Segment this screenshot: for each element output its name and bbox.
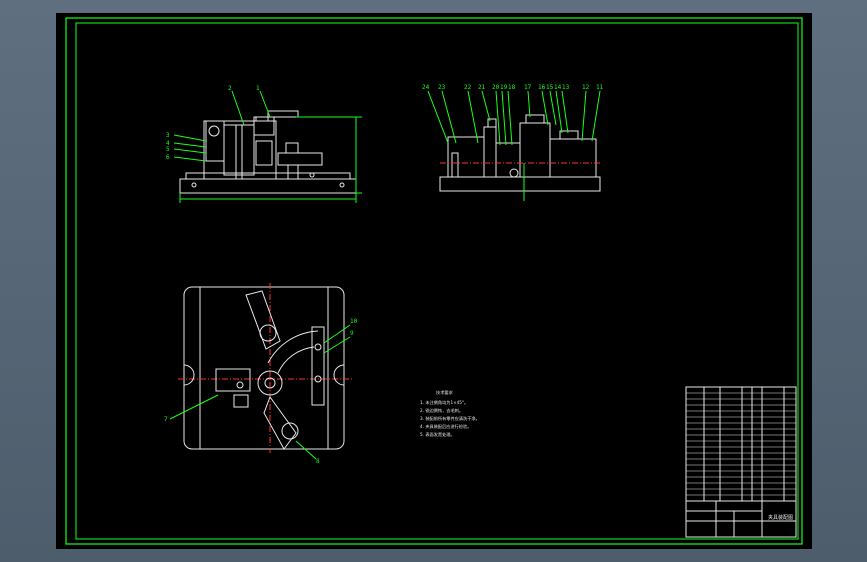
side-label-17: 17 <box>524 84 532 91</box>
plan-label-7: 7 <box>164 416 168 423</box>
side-label-20: 20 <box>492 84 500 91</box>
front-label-2: 2 <box>228 85 232 92</box>
plan-view: 10 9 7 8 <box>164 283 358 465</box>
side-label-23: 23 <box>438 84 446 91</box>
side-label-15: 15 <box>546 84 554 91</box>
side-label-18: 18 <box>508 84 516 91</box>
plan-label-10: 10 <box>350 318 358 325</box>
side-label-19: 19 <box>500 84 508 91</box>
inner-border <box>75 22 799 540</box>
tech-item-2: 2. 锐边倒钝，去毛刺。 <box>420 407 463 414</box>
side-label-12: 12 <box>582 84 590 91</box>
side-label-11: 11 <box>596 84 604 91</box>
outer-border <box>65 17 803 545</box>
front-label-4: 4 <box>166 140 170 147</box>
title-block: 夹具装配图 <box>685 500 797 538</box>
tech-title: 技术要求 <box>436 389 454 396</box>
tech-requirements: 技术要求 1. 未注倒角均为1×45°。 2. 锐边倒钝，去毛刺。 3. 装配前… <box>420 389 480 438</box>
side-label-16: 16 <box>538 84 546 91</box>
parts-list-table <box>685 386 797 502</box>
front-view: 2 1 3 4 5 6 <box>166 85 362 203</box>
side-label-13: 13 <box>562 84 570 91</box>
side-label-21: 21 <box>478 84 486 91</box>
plan-label-8: 8 <box>316 458 320 465</box>
drawing-title: 夹具装配图 <box>768 514 793 521</box>
front-label-3: 3 <box>166 132 170 139</box>
front-label-5: 5 <box>166 146 170 153</box>
drawing-viewport[interactable]: 2 1 3 4 5 6 24 23 22 <box>56 13 812 549</box>
side-label-14: 14 <box>554 84 562 91</box>
side-view: 24 23 22 21 20 19 18 17 16 15 14 13 12 1… <box>422 84 604 201</box>
plan-label-9: 9 <box>350 330 354 337</box>
front-label-1: 1 <box>256 85 260 92</box>
side-label-22: 22 <box>464 84 472 91</box>
front-label-6: 6 <box>166 154 170 161</box>
tech-item-1: 1. 未注倒角均为1×45°。 <box>420 399 468 406</box>
cad-drawing: 2 1 3 4 5 6 24 23 22 <box>65 17 803 545</box>
tech-item-3: 3. 装配前所有零件应清洗干净。 <box>420 415 480 422</box>
side-label-24: 24 <box>422 84 430 91</box>
tech-item-5: 5. 表面发黑处理。 <box>420 431 455 438</box>
tech-item-4: 4. 夹具装配后应进行检验。 <box>420 423 471 430</box>
